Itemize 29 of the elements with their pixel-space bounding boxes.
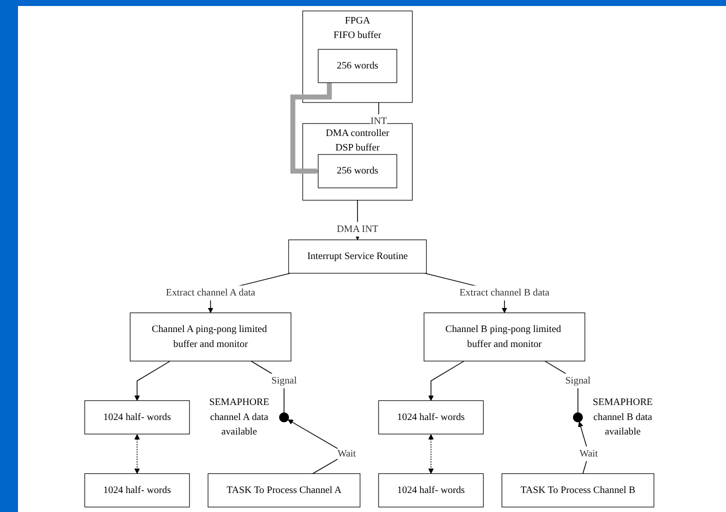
node-label: SEMAPHORE channel B data available xyxy=(592,396,653,438)
node-box: TASK To Process Channel A xyxy=(208,473,360,508)
arrow xyxy=(428,434,434,474)
node-box: Channel A ping-pong limited buffer and monitor xyxy=(130,312,292,362)
arrow xyxy=(428,360,464,401)
node-box: Channel B ping-pong limited buffer and monitor xyxy=(424,312,586,362)
node-box: Interrupt Service Routine xyxy=(288,240,427,274)
node-label: SEMAPHORE channel A data available xyxy=(209,396,270,438)
arrow xyxy=(134,360,171,401)
edge-label: INT xyxy=(370,116,387,127)
node-box: 256 words xyxy=(318,154,398,188)
edge-label: Signal xyxy=(565,375,591,386)
arrow xyxy=(134,434,140,474)
edge-label: Extract channel A data xyxy=(166,287,256,298)
edge-label: Extract channel B data xyxy=(460,287,550,298)
arrow xyxy=(578,422,590,474)
node-box: 256 words xyxy=(318,48,398,84)
node-circle xyxy=(572,412,583,422)
edge-label: DMA INT xyxy=(336,224,378,234)
edge-label: Wait xyxy=(579,448,598,459)
node-box: 1024 half- words xyxy=(84,473,190,508)
node-box: 1024 half- words xyxy=(84,400,190,434)
edge-label: Wait xyxy=(337,448,356,459)
node-box: 1024 half- words xyxy=(378,473,484,508)
node-box: 1024 half- words xyxy=(378,400,484,434)
node-circle xyxy=(279,412,289,422)
arrow xyxy=(290,82,332,174)
node-box: TASK To Process Channel B xyxy=(502,473,654,508)
edge-label: Signal xyxy=(271,375,297,386)
